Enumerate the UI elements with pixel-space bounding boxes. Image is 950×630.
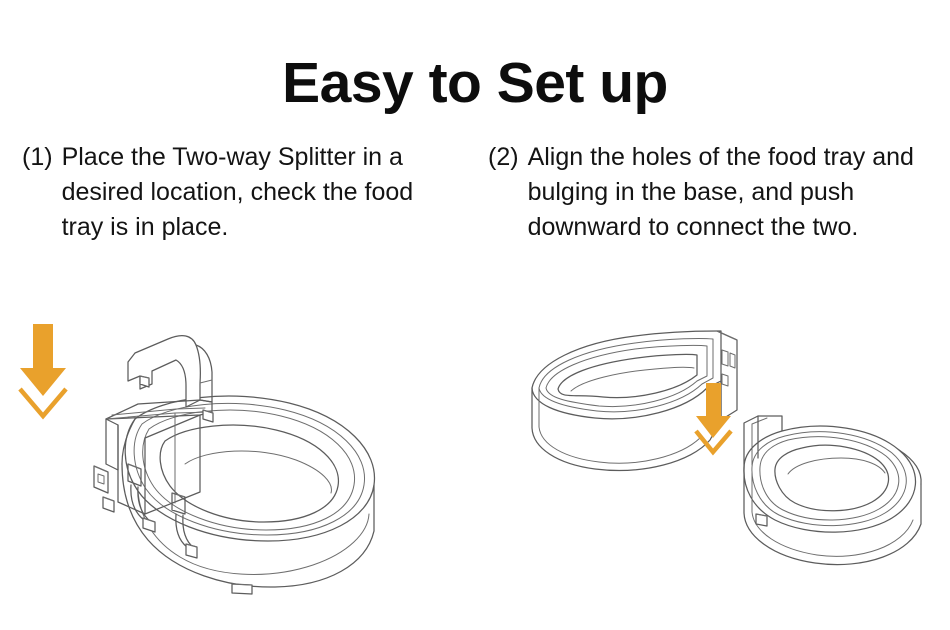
step-2: (2) Align the holes of the food tray and… [475, 140, 950, 245]
two-way-splitter [93, 335, 214, 559]
page-title: Easy to Set up [282, 51, 668, 116]
step-1: (1) Place the Two-way Splitter in a desi… [0, 140, 475, 245]
down-arrow-icon [694, 383, 733, 456]
food-tray-bowl [121, 395, 376, 595]
base-lower [743, 415, 922, 566]
steps-text-row: (1) Place the Two-way Splitter in a desi… [0, 140, 950, 245]
step-2-illustration [475, 288, 950, 630]
step-2-text: Align the holes of the food tray and bul… [527, 143, 914, 241]
step-1-text: Place the Two-way Splitter in a desired … [61, 143, 414, 241]
illustrations-row [0, 288, 950, 630]
food-tray-onto-base-drawing [531, 330, 922, 566]
step-1-marker: (1) [22, 143, 53, 171]
step-1-illustration [0, 288, 475, 630]
down-arrow-icon [18, 324, 68, 420]
splitter-into-food-tray-drawing [18, 324, 376, 595]
step-2-marker: (2) [488, 143, 519, 171]
